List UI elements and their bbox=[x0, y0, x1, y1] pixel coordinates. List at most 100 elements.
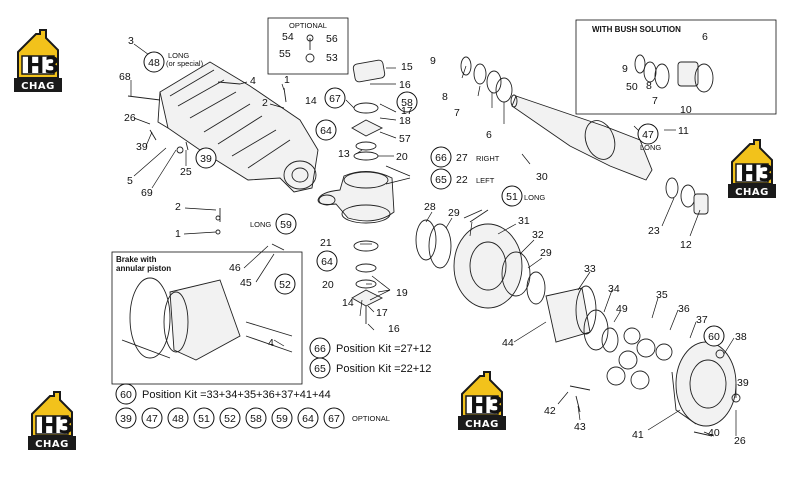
label-49: 49 bbox=[616, 303, 628, 315]
label-46: 46 bbox=[229, 262, 241, 274]
svg-text:66: 66 bbox=[435, 152, 447, 164]
svg-text:59: 59 bbox=[280, 219, 292, 231]
callout-39: 39 bbox=[195, 147, 217, 169]
svg-text:60: 60 bbox=[120, 389, 132, 401]
svg-text:64: 64 bbox=[302, 413, 314, 425]
logo-h3-chag-bottom-center: H3 CHAG bbox=[458, 371, 506, 430]
brake-box-title-line2: annular piston bbox=[116, 264, 171, 273]
optional-callout-59: 59 bbox=[271, 407, 293, 429]
label-27: 27 bbox=[456, 152, 468, 164]
optional-callout-67: 67 bbox=[323, 407, 345, 429]
label-23: 23 bbox=[648, 225, 660, 237]
svg-text:52: 52 bbox=[279, 279, 291, 291]
label-21: 21 bbox=[320, 237, 332, 249]
label-9b: 9 bbox=[622, 63, 628, 75]
annotation-right: RIGHT bbox=[476, 154, 500, 163]
label-9: 9 bbox=[430, 55, 436, 67]
label-8b: 8 bbox=[646, 80, 652, 92]
callout-65: 65 bbox=[430, 168, 452, 190]
seal-rings-upper bbox=[460, 56, 513, 103]
svg-text:47: 47 bbox=[146, 413, 158, 425]
label-5: 5 bbox=[127, 175, 133, 187]
svg-text:67: 67 bbox=[329, 93, 341, 105]
kit-65-text: Position Kit =22+12 bbox=[336, 363, 431, 375]
svg-text:65: 65 bbox=[435, 174, 447, 186]
label-30: 30 bbox=[536, 171, 548, 183]
kit-66-text: Position Kit =27+12 bbox=[336, 343, 431, 355]
optional-callout-39: 39 bbox=[115, 407, 137, 429]
svg-text:39: 39 bbox=[120, 413, 132, 425]
svg-text:48: 48 bbox=[148, 57, 160, 69]
label-28: 28 bbox=[424, 201, 436, 213]
callout-52: 52 bbox=[274, 273, 296, 295]
svg-text:60: 60 bbox=[708, 331, 720, 343]
annotation-long-special-1: LONG bbox=[168, 51, 189, 60]
kit-60-text: Position Kit =33+34+35+36+37+41+44 bbox=[142, 389, 331, 401]
callout-48: 48 bbox=[143, 51, 165, 73]
label-18: 18 bbox=[399, 115, 411, 127]
svg-text:59: 59 bbox=[276, 413, 288, 425]
svg-text:51: 51 bbox=[198, 413, 210, 425]
label-41: 41 bbox=[632, 429, 644, 441]
axle-housing-drawing bbox=[157, 61, 319, 193]
label-11: 11 bbox=[678, 125, 689, 137]
label-7: 7 bbox=[454, 107, 460, 119]
label-6b: 6 bbox=[702, 31, 708, 43]
label-4b: 4 bbox=[268, 337, 274, 349]
label-16: 16 bbox=[399, 79, 411, 91]
position-kit-66: 66 Position Kit =27+12 bbox=[309, 337, 431, 359]
label-69: 69 bbox=[141, 187, 153, 199]
logo-h3-chag-top-left: H3 CHAG bbox=[14, 29, 62, 92]
optional-box: OPTIONAL bbox=[267, 17, 349, 75]
label-2b: 2 bbox=[175, 201, 181, 213]
optional-callout-64: 64 bbox=[297, 407, 319, 429]
label-4: 4 bbox=[250, 75, 256, 87]
logo-h3-chag-bottom-left: H3 CHAG bbox=[28, 391, 76, 450]
label-54: 54 bbox=[282, 31, 294, 43]
label-20b: 20 bbox=[322, 279, 334, 291]
label-39: 39 bbox=[136, 141, 148, 153]
label-15: 15 bbox=[401, 61, 413, 73]
callout-66: 66 bbox=[430, 146, 452, 168]
leader-lines bbox=[130, 43, 737, 437]
logo-chag-text: CHAG bbox=[21, 81, 55, 92]
label-17b: 17 bbox=[376, 307, 388, 319]
label-44: 44 bbox=[502, 337, 514, 349]
optional-box-title: OPTIONAL bbox=[289, 21, 327, 30]
label-19: 19 bbox=[396, 287, 408, 299]
label-55: 55 bbox=[279, 48, 291, 60]
svg-text:51: 51 bbox=[506, 191, 518, 203]
callout-47: 47 bbox=[637, 123, 659, 145]
part-number-labels: 3 68 4 2 1 26 39 5 69 25 2 1 54 56 55 53… bbox=[119, 31, 749, 447]
label-26: 26 bbox=[124, 112, 136, 124]
label-39b: 39 bbox=[737, 377, 749, 389]
logo-h3-chag-right: H3 CHAG bbox=[728, 139, 776, 198]
label-29b: 29 bbox=[540, 247, 552, 259]
label-33: 33 bbox=[584, 263, 596, 275]
optional-callout-51: 51 bbox=[193, 407, 215, 429]
logo-h3-text: H3 bbox=[740, 162, 774, 187]
callout-64-upper: 64 bbox=[315, 119, 337, 141]
label-38: 38 bbox=[735, 331, 747, 343]
kingpin-top-parts bbox=[351, 59, 386, 161]
label-12: 12 bbox=[680, 239, 692, 251]
label-40: 40 bbox=[708, 427, 720, 439]
bush-solution-box: WITH BUSH SOLUTION bbox=[575, 19, 777, 115]
callout-64-lower: 64 bbox=[316, 250, 338, 272]
label-22: 22 bbox=[456, 174, 468, 186]
optional-row-label: OPTIONAL bbox=[352, 414, 390, 423]
label-8: 8 bbox=[442, 91, 448, 103]
annotation-long-51: LONG bbox=[524, 193, 545, 202]
logo-chag-text: CHAG bbox=[735, 187, 769, 198]
svg-text:67: 67 bbox=[328, 413, 340, 425]
optional-callout-48: 48 bbox=[167, 407, 189, 429]
label-6: 6 bbox=[486, 129, 492, 141]
label-45: 45 bbox=[240, 277, 252, 289]
bush-solution-parts bbox=[634, 54, 714, 93]
label-1: 1 bbox=[284, 74, 290, 86]
brake-assembly-drawing bbox=[121, 277, 293, 361]
position-kit-60: 60 Position Kit =33+34+35+36+37+41+44 bbox=[115, 383, 331, 405]
label-16b: 16 bbox=[388, 323, 400, 335]
planet-carrier-drawing bbox=[671, 341, 737, 427]
